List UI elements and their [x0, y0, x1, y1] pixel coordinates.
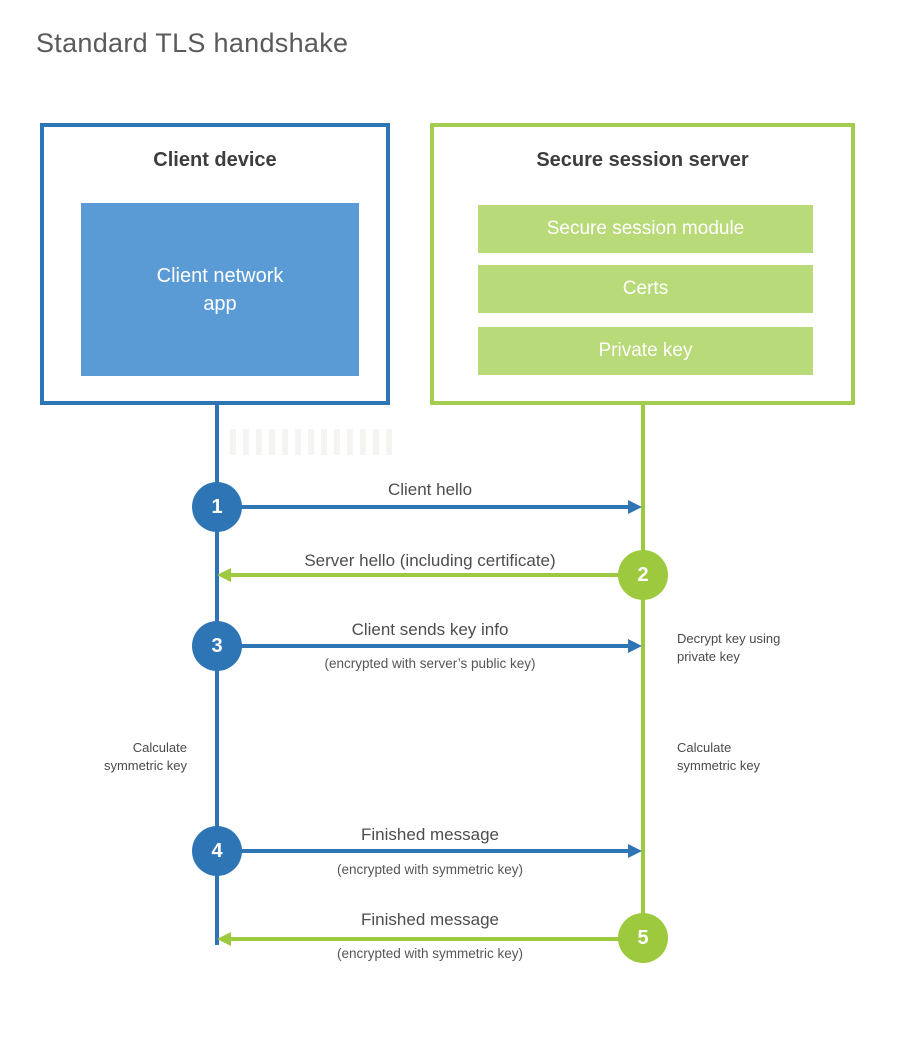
annotation-calc-left-line2: symmetric key [103, 757, 187, 773]
annotation-calculate-symmetric-key-client: Calculate symmetric key [57, 739, 187, 774]
annotation-decrypt-line1: Decrypt key using [677, 631, 781, 646]
arrow-line-step2 [231, 573, 621, 577]
annotation-decrypt-key: Decrypt key using private key [677, 630, 780, 665]
message-label-finished-server: Finished message [361, 910, 499, 929]
annotation-calc-right-line2: symmetric key [677, 757, 761, 773]
client-device-title: Client device [153, 149, 277, 171]
arrow-head-left-icon [217, 568, 231, 582]
arrow-head-left-icon [217, 932, 231, 946]
arrow-head-right-icon [628, 844, 642, 858]
step-circle-5: 5 [618, 913, 668, 963]
step-circle-1: 1 [192, 482, 242, 532]
client-app-label-line1: Client network [156, 264, 284, 287]
annotation-calc-right-line1: Calculate [677, 740, 732, 755]
arrow-line-step4 [240, 849, 628, 853]
annotation-calculate-symmetric-key-server: Calculate symmetric key [677, 739, 760, 774]
step-circle-4: 4 [192, 826, 242, 876]
message-sublabel-key-info: (encrypted with server’s public key) [324, 656, 536, 671]
arrow-line-step3 [240, 644, 628, 648]
step-circle-3: 3 [192, 621, 242, 671]
server-module-secure-session: Secure session module [478, 205, 813, 253]
client-app-label-line2: app [203, 292, 237, 315]
server-title: Secure session server [536, 149, 749, 171]
message-label-key-info: Client sends key info [351, 620, 509, 639]
server-module-certs: Certs [478, 265, 813, 313]
annotation-decrypt-line2: private key [677, 648, 740, 664]
watermark-artifact [230, 429, 394, 455]
arrow-line-step5 [231, 937, 621, 941]
step-circle-2: 2 [618, 550, 668, 600]
server-module-private-key: Private key [478, 327, 813, 375]
message-label-server-hello: Server hello (including certificate) [304, 551, 556, 570]
server-lifeline [641, 405, 645, 940]
annotation-calc-left-line1: Calculate [132, 740, 187, 755]
arrow-head-right-icon [628, 500, 642, 514]
client-network-app-box: Client network app [81, 203, 359, 376]
page-title: Standard TLS handshake [36, 28, 349, 58]
arrow-line-step1 [240, 505, 628, 509]
message-label-client-hello: Client hello [387, 480, 473, 499]
message-label-finished-client: Finished message [361, 825, 499, 844]
arrow-head-right-icon [628, 639, 642, 653]
message-sublabel-finished-client: (encrypted with symmetric key) [336, 862, 524, 877]
secure-session-server-box: Secure session server Secure session mod… [430, 123, 855, 405]
client-lifeline [215, 405, 219, 945]
message-sublabel-finished-server: (encrypted with symmetric key) [336, 946, 524, 961]
client-device-box: Client device Client network app [40, 123, 390, 405]
